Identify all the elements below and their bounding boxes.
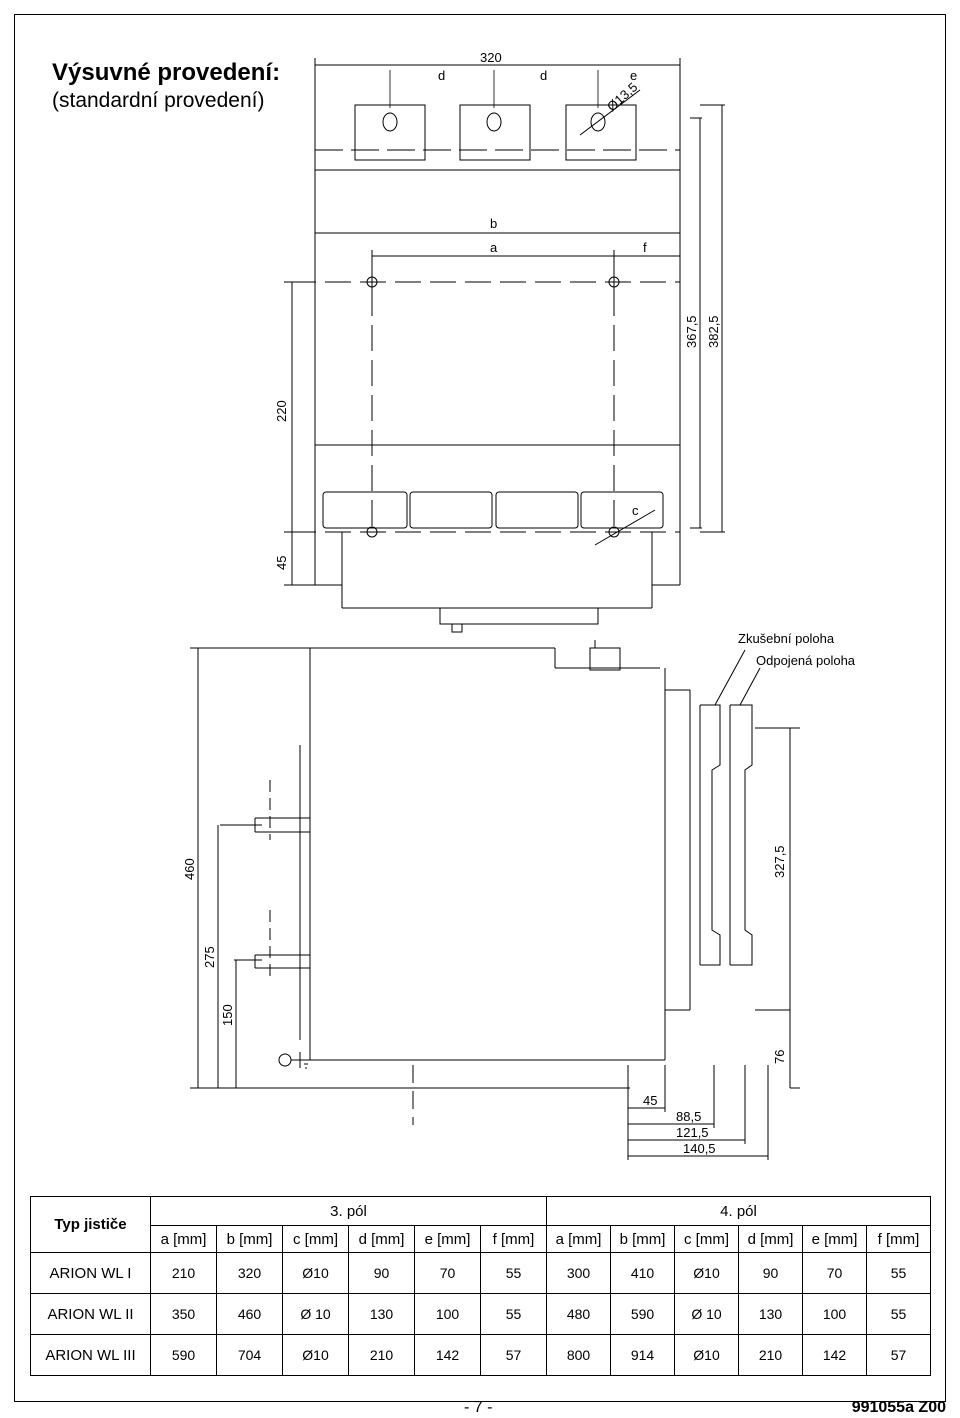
dim-275: 275 [202, 946, 217, 968]
group-4-pole: 4. pól [546, 1196, 931, 1226]
table-cell: 590 [610, 1293, 675, 1335]
table-cell: 130 [348, 1293, 415, 1335]
row-type: ARION WL II [30, 1293, 151, 1335]
table-cell: 800 [546, 1334, 611, 1376]
group-3-pole: 3. pól [150, 1196, 547, 1226]
dim-367-5: 367,5 [684, 315, 699, 348]
label-disconnected-position: Odpojená poloha [756, 653, 856, 668]
col-c-3: c [mm] [282, 1225, 349, 1253]
dim-a: a [490, 240, 498, 255]
table-cell: Ø10 [282, 1334, 349, 1376]
spec-table: Typ jističe 3. pól 4. pól a [mm] b [mm] … [30, 1196, 931, 1376]
table-cell: 70 [802, 1252, 867, 1294]
table-cell: 300 [546, 1252, 611, 1294]
table-row: ARION WL II 350 460 Ø 10 130 100 55 480 … [30, 1293, 931, 1335]
terminal-2 [459, 104, 531, 161]
terminal-hole-2 [486, 112, 502, 132]
dim-x88-5: 88,5 [676, 1109, 701, 1124]
table-cell: 70 [414, 1252, 481, 1294]
col-d-4: d [mm] [738, 1225, 803, 1253]
table-cell: 460 [216, 1293, 283, 1335]
dim-c: c [632, 503, 639, 518]
table-cell: 130 [738, 1293, 803, 1335]
dim-b: b [490, 216, 497, 231]
table-cell: 57 [480, 1334, 547, 1376]
table-cell: Ø10 [674, 1252, 739, 1294]
label-test-position: Zkušební poloha [738, 631, 835, 646]
dim-x45: 45 [643, 1093, 657, 1108]
title-main: Výsuvné provedení: [52, 59, 281, 86]
table-cell: 55 [480, 1252, 547, 1294]
dim-e: e [630, 68, 637, 83]
table-cell: Ø 10 [674, 1293, 739, 1335]
table-row: ARION WL I 210 320 Ø10 90 70 55 300 410 … [30, 1252, 931, 1294]
table-cell: 55 [866, 1252, 931, 1294]
dim-320: 320 [480, 50, 502, 65]
col-a-4: a [mm] [546, 1225, 611, 1253]
technical-drawing: 320 d d e Ø13,5 b a f c 367,5 382,5 220 … [182, 50, 856, 1160]
col-d-3: d [mm] [348, 1225, 415, 1253]
col-f-3: f [mm] [480, 1225, 547, 1253]
table-cell: 55 [480, 1293, 547, 1335]
table-cell: 142 [802, 1334, 867, 1376]
table-cell: 142 [414, 1334, 481, 1376]
page-frame [14, 14, 946, 1402]
col-b-3: b [mm] [216, 1225, 283, 1253]
table-cell: 704 [216, 1334, 283, 1376]
table-cell: 410 [610, 1252, 675, 1294]
dim-327-5: 327,5 [772, 845, 787, 878]
dim-hole-dia: Ø13,5 [604, 79, 640, 114]
dim-382-5: 382,5 [706, 315, 721, 348]
dim-f: f [643, 240, 647, 255]
type-header: Typ jističe [30, 1196, 151, 1253]
table-cell: 480 [546, 1293, 611, 1335]
row-type: ARION WL III [30, 1334, 151, 1376]
terminal-hole-1 [382, 112, 398, 132]
dim-220: 220 [274, 400, 289, 422]
table-cell: 90 [738, 1252, 803, 1294]
table-cell: 320 [216, 1252, 283, 1294]
dim-d1: d [438, 68, 445, 83]
table-cell: 210 [150, 1252, 217, 1294]
dim-150: 150 [220, 1004, 235, 1026]
table-cell: Ø 10 [282, 1293, 349, 1335]
dim-460: 460 [182, 858, 197, 880]
dim-x140-5: 140,5 [683, 1141, 716, 1156]
col-c-4: c [mm] [674, 1225, 739, 1253]
table-cell: 55 [866, 1293, 931, 1335]
table-cell: 210 [738, 1334, 803, 1376]
dim-x121-5: 121,5 [676, 1125, 709, 1140]
terminal-3 [565, 104, 637, 161]
table-cell: 90 [348, 1252, 415, 1294]
page-number: - 7 - [464, 1399, 493, 1416]
table-cell: Ø10 [282, 1252, 349, 1294]
table-cell: 57 [866, 1334, 931, 1376]
dim-45: 45 [274, 556, 289, 570]
col-e-3: e [mm] [414, 1225, 481, 1253]
title-block: Výsuvné provedení: (standardní provedení… [52, 58, 280, 114]
table-cell: 210 [348, 1334, 415, 1376]
table-cell: 100 [802, 1293, 867, 1335]
col-f-4: f [mm] [866, 1225, 931, 1253]
dim-76: 76 [772, 1050, 787, 1064]
row-type: ARION WL I [30, 1252, 151, 1294]
table-cell: 590 [150, 1334, 217, 1376]
document-code: 991055a Z00 [851, 1399, 946, 1416]
dim-d2: d [540, 68, 547, 83]
table-cell: 100 [414, 1293, 481, 1335]
col-a-3: a [mm] [150, 1225, 217, 1253]
terminal-hole-3 [590, 112, 606, 132]
col-e-4: e [mm] [802, 1225, 867, 1253]
col-b-4: b [mm] [610, 1225, 675, 1253]
table-cell: 350 [150, 1293, 217, 1335]
table-cell: 914 [610, 1334, 675, 1376]
table-row: ARION WL III 590 704 Ø10 210 142 57 800 … [30, 1334, 931, 1376]
table-cell: Ø10 [674, 1334, 739, 1376]
title-sub: (standardní provedení) [52, 89, 265, 112]
